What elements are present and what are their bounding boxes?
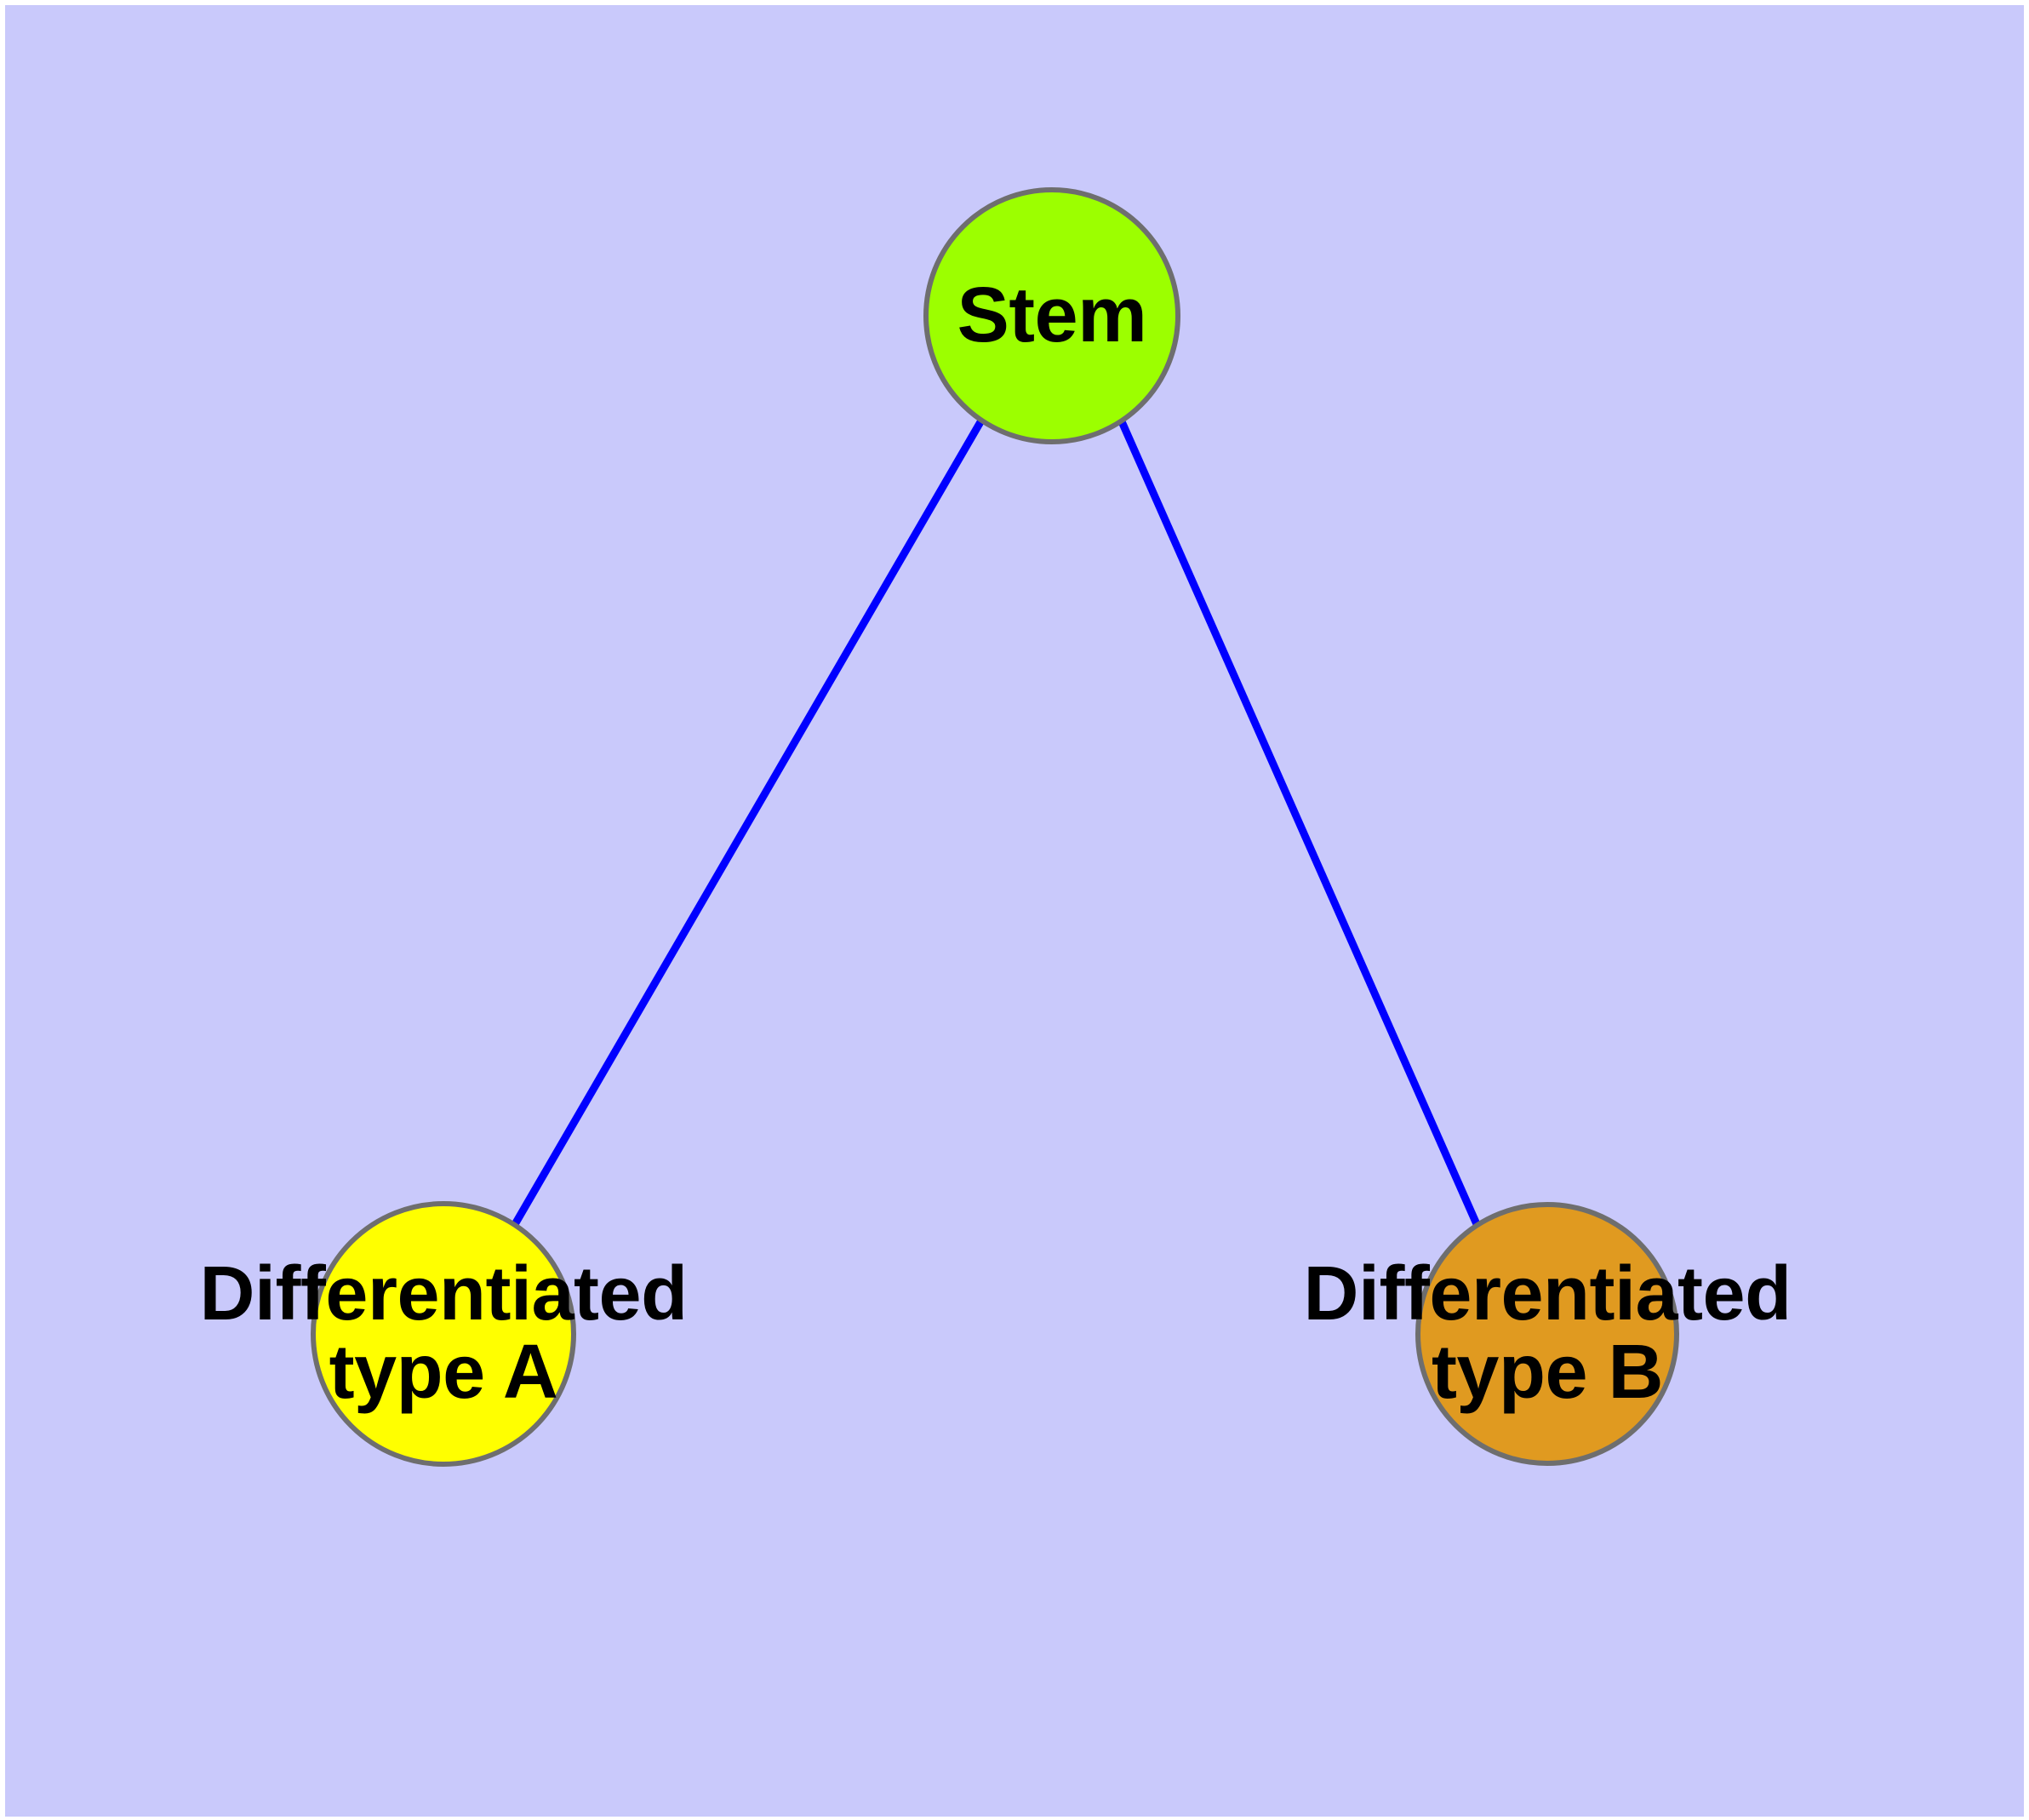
node-differentiated-type-b[interactable] [1415, 1202, 1679, 1466]
edge-stem-to-differentiated-type-b [1117, 418, 1481, 1226]
node-differentiated-type-a[interactable] [311, 1201, 576, 1467]
node-stem[interactable] [923, 187, 1180, 444]
edge-stem-to-differentiated-type-a [511, 418, 985, 1228]
node-layer [311, 187, 1679, 1467]
edge-layer [511, 418, 1481, 1228]
